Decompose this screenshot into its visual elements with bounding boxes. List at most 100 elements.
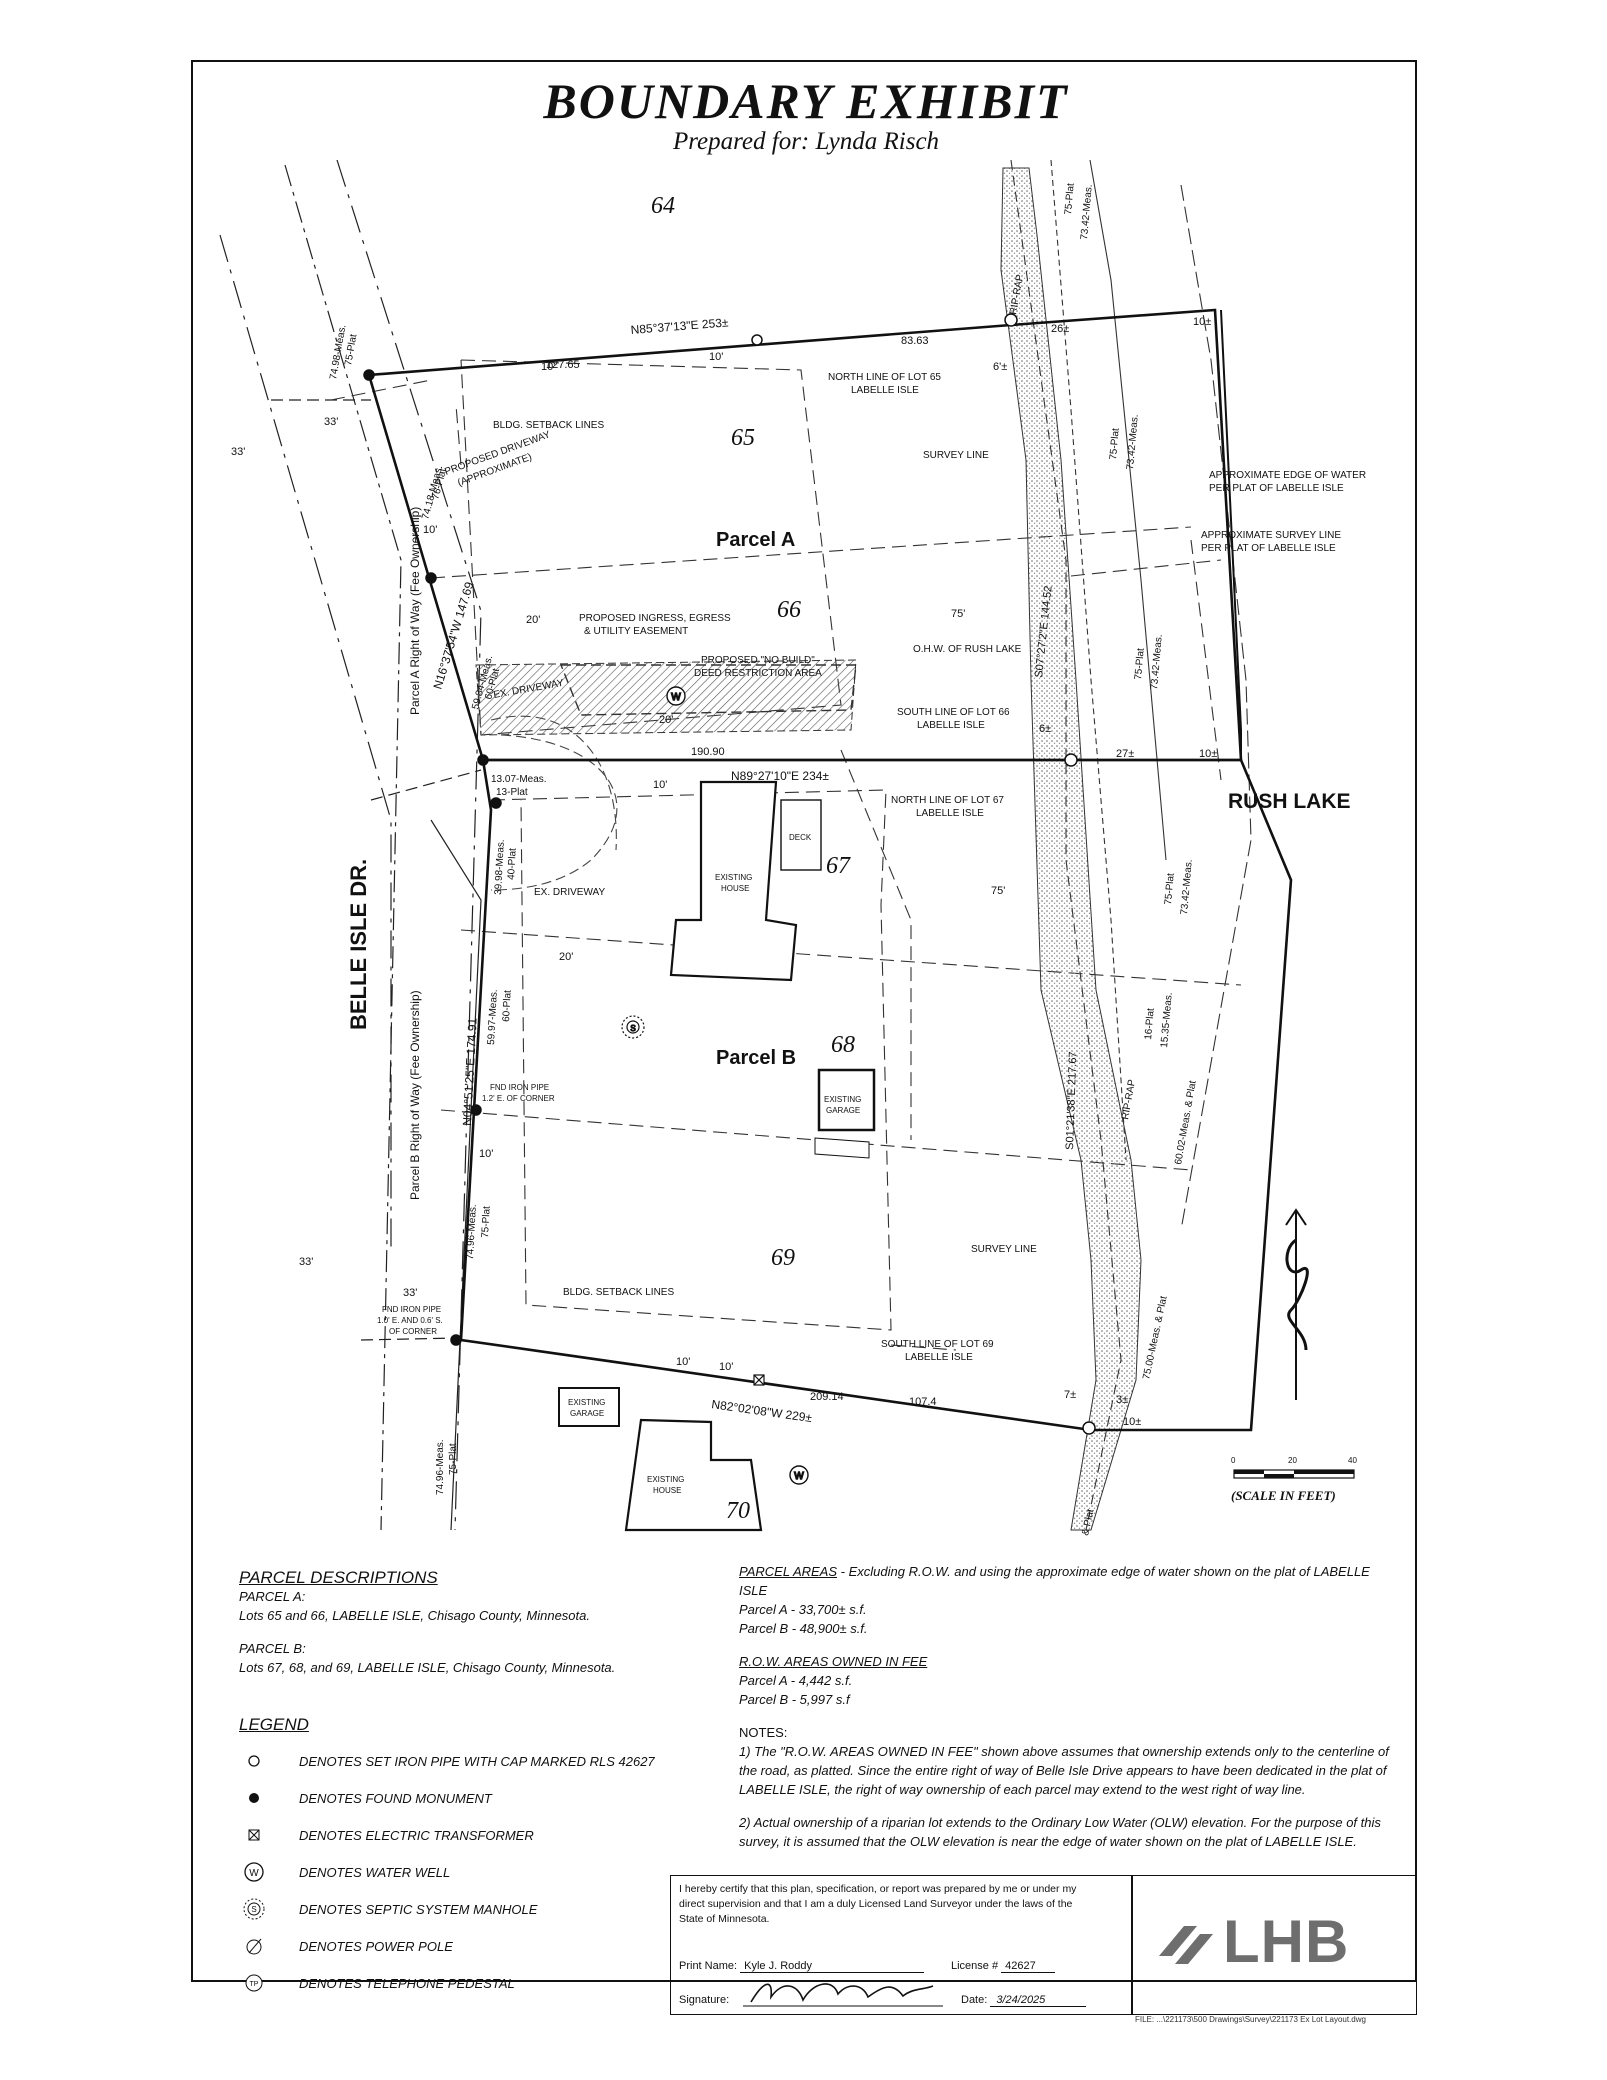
svg-text:20: 20 [1288, 1456, 1297, 1465]
page-title: BOUNDARY EXHIBIT [543, 73, 1069, 129]
svg-text:73.42-Meas.: 73.42-Meas. [1149, 634, 1165, 690]
svg-text:60-Plat: 60-Plat [501, 990, 514, 1022]
easement-hatch [475, 659, 857, 736]
page-subtitle: Prepared for: Lynda Risch [672, 128, 940, 155]
distance: 10' [541, 361, 555, 373]
parcel-b-label: Parcel B [716, 1047, 796, 1069]
set-iron-pipe [1082, 1421, 1096, 1435]
bearing-survey-b: S01°21'38"E 217.67 [1064, 1051, 1079, 1150]
bearing-mid: N89°27'10"E 234± [731, 769, 829, 783]
legend-item: W DENOTES WATER WELL [239, 1861, 450, 1883]
svg-text:75-Plat: 75-Plat [343, 333, 359, 366]
svg-text:LABELLE ISLE: LABELLE ISLE [851, 385, 919, 396]
svg-text:APPROXIMATE SURVEY LINE: APPROXIMATE SURVEY LINE [1201, 530, 1341, 541]
svg-text:DEED RESTRICTION AREA: DEED RESTRICTION AREA [694, 668, 822, 679]
legend-item: DENOTES POWER POLE [239, 1935, 453, 1957]
svg-text:NORTH LINE OF LOT 67: NORTH LINE OF LOT 67 [891, 795, 1004, 806]
distance: 10± [1193, 316, 1211, 328]
distance: 10' [653, 779, 667, 791]
svg-text:NORTH LINE OF LOT 65: NORTH LINE OF LOT 65 [828, 372, 941, 383]
svg-text:DECK: DECK [789, 833, 812, 842]
certification-text: I hereby certify that this plan, specifi… [679, 1883, 1077, 1925]
north-arrow-icon [1285, 1208, 1309, 1400]
lot-number-65: 65 [731, 425, 755, 451]
row-a-label: Parcel A Right of Way (Fee Ownership) [408, 507, 422, 715]
parcel-descriptions: PARCEL DESCRIPTIONS PARCEL A: Lots 65 an… [239, 1568, 659, 1677]
road-east-edge [430, 819, 482, 1531]
legend-item: DENOTES ELECTRIC TRANSFORMER [239, 1824, 534, 1846]
bearing-west-b: N04°51'25"E 174.91 [460, 1017, 480, 1126]
svg-text:75-Plat: 75-Plat [448, 1443, 459, 1475]
callout: BLDG. SETBACK LINES [563, 1287, 674, 1298]
svg-text:PER PLAT OF LABELLE ISLE: PER PLAT OF LABELLE ISLE [1209, 483, 1344, 494]
distance: 209.14 [810, 1391, 844, 1403]
distance: 190.90 [691, 746, 725, 758]
legend-heading: LEGEND [239, 1715, 309, 1734]
lot-number-68: 68 [831, 1032, 855, 1058]
svg-text:EXISTING: EXISTING [824, 1095, 861, 1104]
row-areas-heading: R.O.W. AREAS OWNED IN FEE [739, 1654, 928, 1669]
svg-text:OF CORNER: OF CORNER [389, 1327, 437, 1336]
well-symbol-a: W [666, 686, 686, 706]
parcel-areas: PARCEL AREAS - Excluding R.O.W. and usin… [739, 1562, 1399, 1851]
distance: 20' [526, 614, 540, 626]
distance: 10' [479, 1148, 493, 1160]
svg-text:EXISTING: EXISTING [647, 1475, 684, 1484]
lot-number-64: 64 [651, 193, 675, 219]
row-b-label: Parcel B Right of Way (Fee Ownership) [408, 990, 422, 1200]
legend-item: S DENOTES SEPTIC SYSTEM MANHOLE [239, 1898, 537, 1920]
approx-edge-water [1180, 184, 1252, 1231]
electric-transformer-icon [248, 1829, 260, 1841]
svg-text:PER PLAT OF LABELLE ISLE: PER PLAT OF LABELLE ISLE [1201, 543, 1336, 554]
driveway-curves [490, 715, 618, 891]
legend-item: TP DENOTES TELEPHONE PEDESTAL [239, 1972, 515, 1994]
license-number: 42627 [1001, 1960, 1056, 1973]
svg-text:SURVEY LINE: SURVEY LINE [971, 1244, 1037, 1255]
svg-text:75-Plat: 75-Plat [1063, 183, 1077, 216]
svg-text:W: W [671, 692, 681, 703]
septic-manhole-icon: S [243, 1898, 265, 1920]
svg-text:75.00-Meas. & Plat: 75.00-Meas. & Plat [1141, 1295, 1169, 1381]
svg-text:RIP-RAP: RIP-RAP [1120, 1078, 1138, 1120]
power-pole-icon [246, 1938, 262, 1955]
svg-text:O.H.W. OF RUSH LAKE: O.H.W. OF RUSH LAKE [913, 644, 1022, 655]
signature-image [743, 1983, 943, 2007]
svg-text:SOUTH LINE OF LOT 66: SOUTH LINE OF LOT 66 [897, 707, 1010, 718]
distance: 10' [719, 1361, 733, 1373]
lot-line-67-68 [460, 929, 1242, 986]
svg-text:S: S [251, 1905, 256, 1914]
distance: 27± [1116, 748, 1134, 760]
svg-text:13.07-Meas.: 13.07-Meas. [491, 774, 547, 785]
svg-text:LABELLE ISLE: LABELLE ISLE [917, 720, 985, 731]
distance: 75' [951, 608, 965, 620]
lhb-logo: LHB [1149, 1906, 1349, 1976]
telephone-pedestal-icon: TP [245, 1974, 263, 1992]
lot-number-69: 69 [771, 1245, 795, 1271]
set-iron-pipe [1064, 753, 1078, 767]
svg-text:15.35-Meas.: 15.35-Meas. [1159, 992, 1175, 1048]
distance: 26± [1051, 323, 1069, 335]
svg-text:13-Plat: 13-Plat [496, 787, 528, 798]
set-iron-pipe-icon [248, 1755, 260, 1767]
svg-text:75-Plat: 75-Plat [1133, 648, 1147, 681]
parcel-b-boundary [459, 758, 1293, 1432]
distance: 33' [299, 1256, 313, 1268]
svg-text:GARAGE: GARAGE [570, 1409, 604, 1418]
water-well-icon: W [244, 1862, 264, 1882]
svg-text:PROPOSED "NO BUILD": PROPOSED "NO BUILD" [701, 655, 815, 666]
lhb-logo-icon [1159, 1926, 1213, 1964]
svg-text:& UTILITY EASEMENT: & UTILITY EASEMENT [584, 626, 688, 637]
road-west-line [219, 234, 392, 1250]
svg-text:S: S [630, 1024, 635, 1033]
distance: 20' [659, 714, 673, 726]
svg-text:1.2' E. OF CORNER: 1.2' E. OF CORNER [482, 1094, 555, 1103]
areas-heading: PARCEL AREAS [739, 1564, 838, 1579]
bearing-north-a: N85°37'13"E 253± [630, 315, 729, 337]
certification-block: I hereby certify that this plan, specifi… [670, 1875, 1417, 2015]
distance: 7± [1064, 1389, 1076, 1401]
distance: 6'± [993, 361, 1007, 373]
svg-text:75-Plat: 75-Plat [1163, 873, 1177, 906]
well-symbol-70: W [789, 1465, 809, 1485]
svg-text:SURVEY LINE: SURVEY LINE [923, 450, 989, 461]
found-monument [490, 797, 502, 809]
